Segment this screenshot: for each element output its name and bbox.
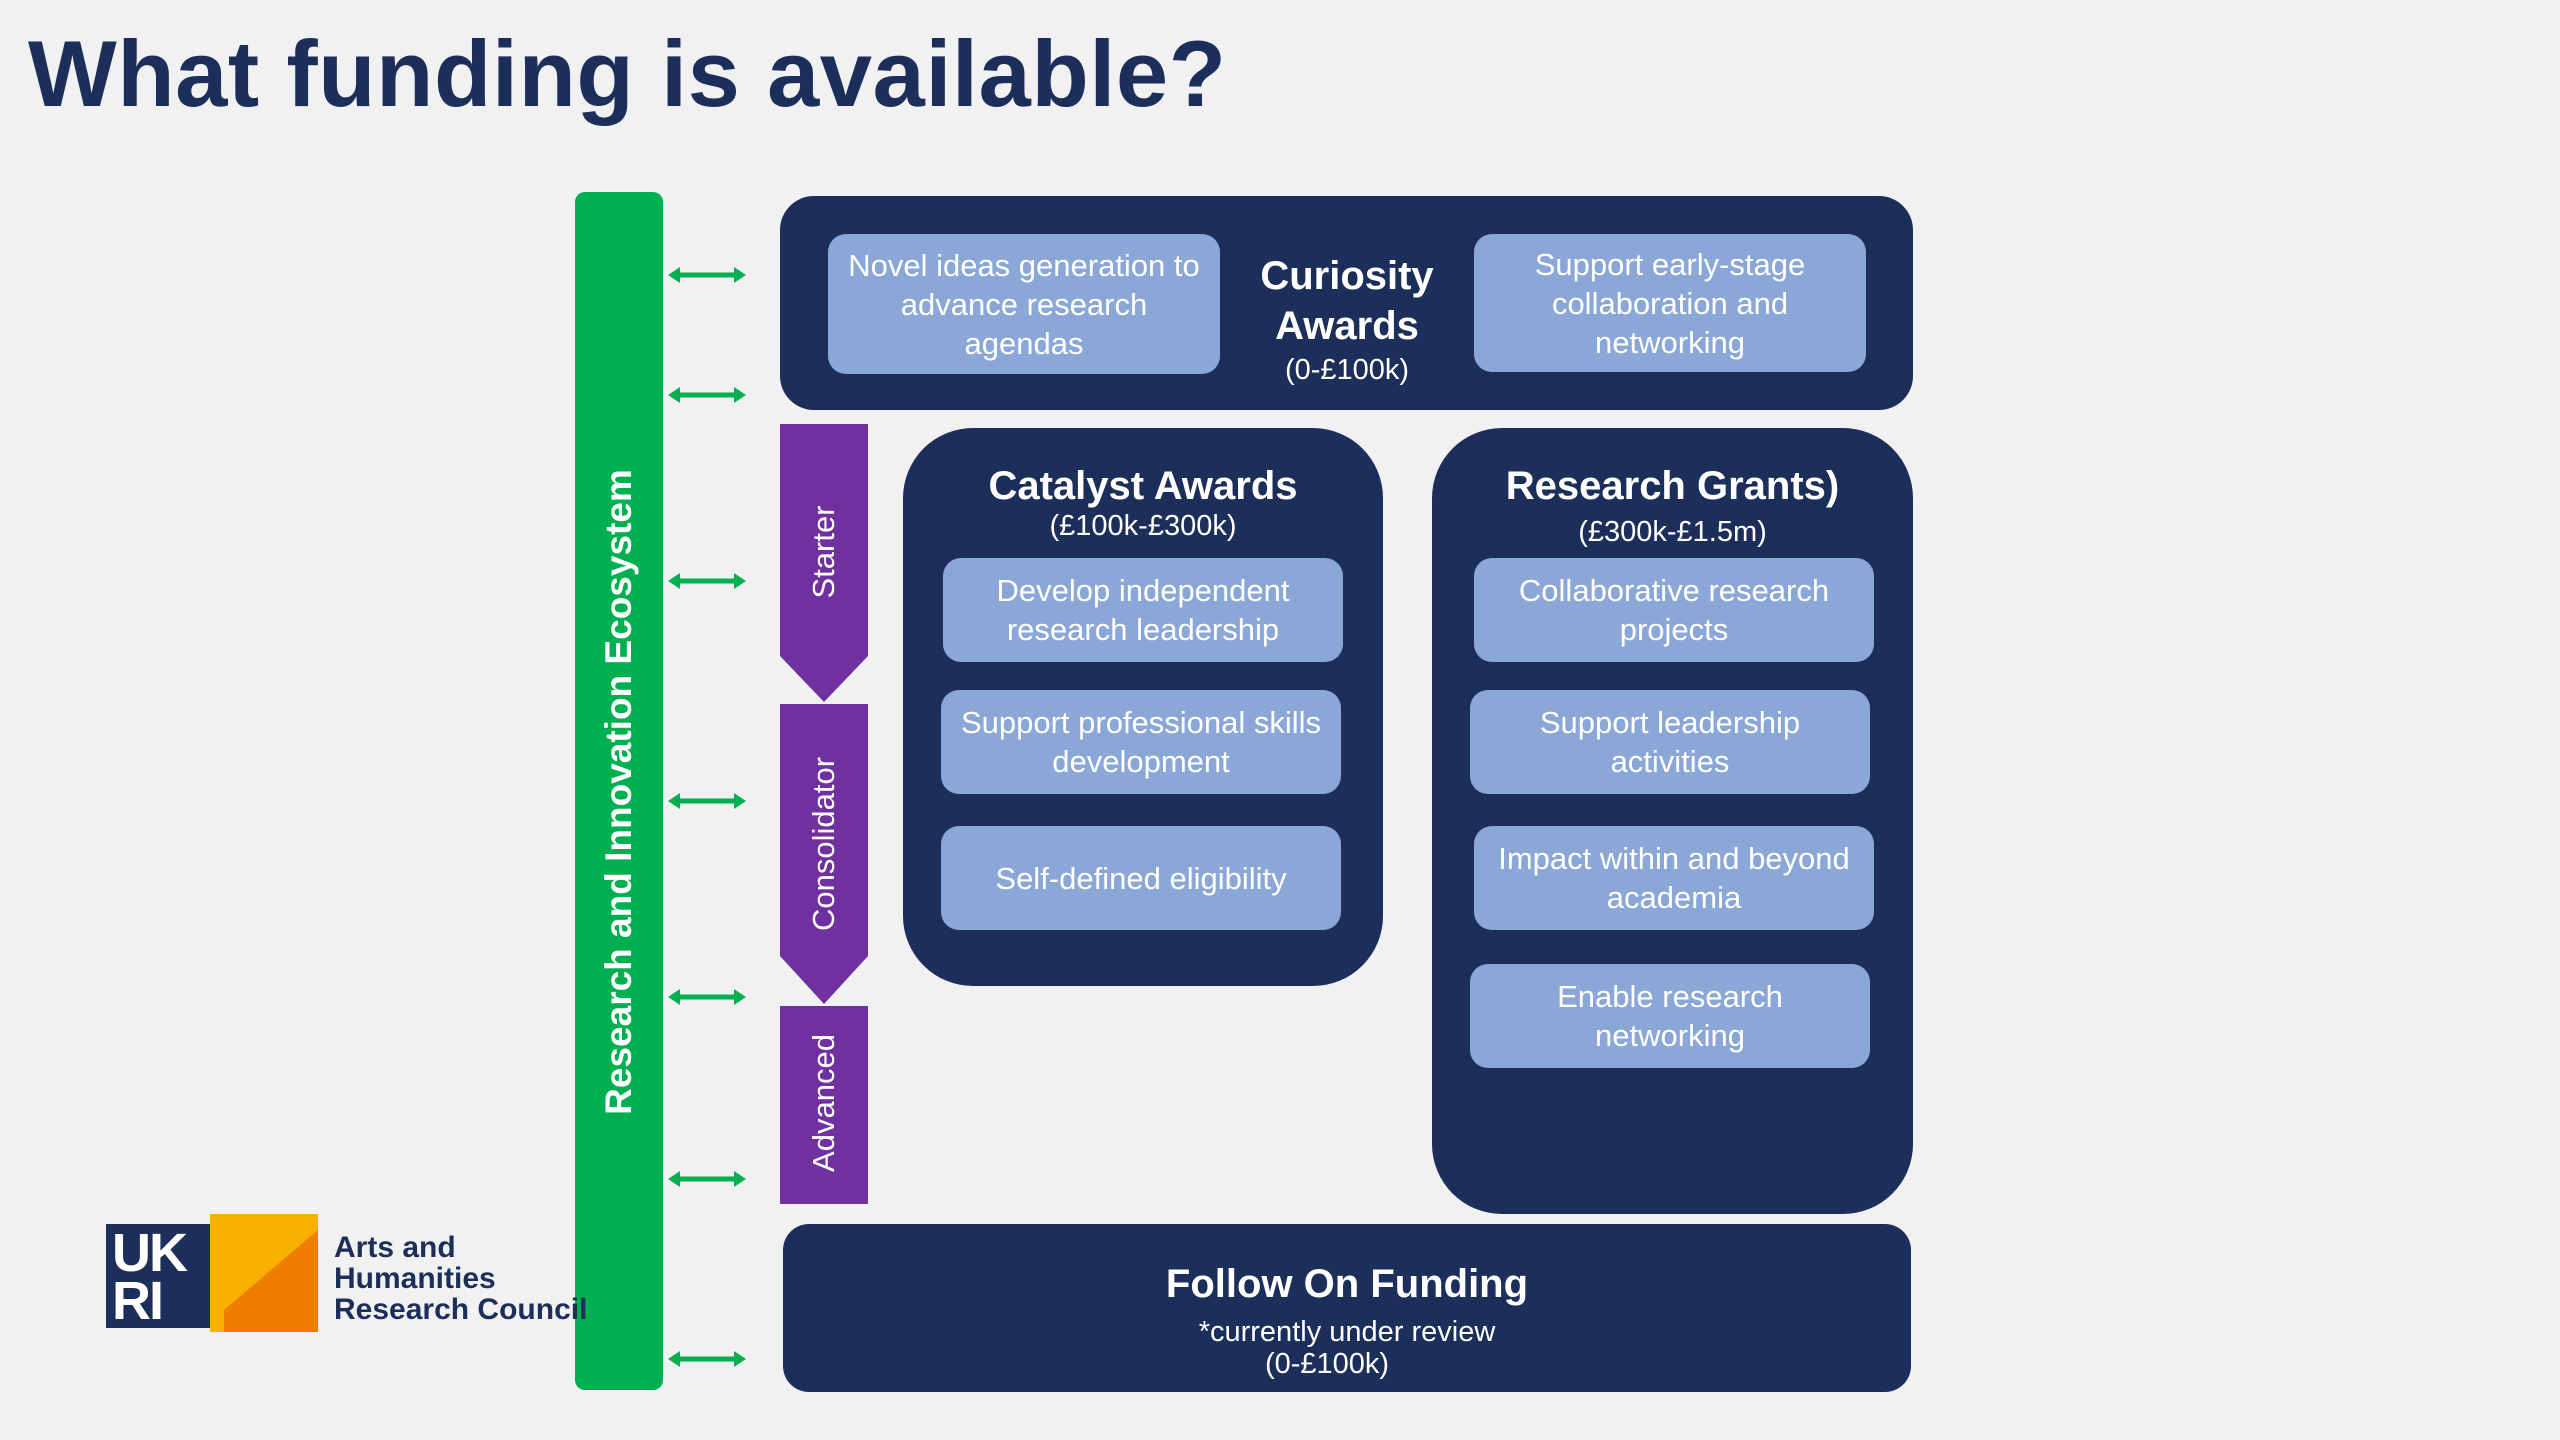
- arrow-icon: [668, 267, 746, 283]
- curiosity-awards-panel: Novel ideas generation to advance resear…: [780, 196, 1913, 410]
- stage-advanced: Advanced: [806, 1034, 841, 1172]
- follow-on-funding-panel: Follow On Funding *currently under revie…: [783, 1224, 1911, 1392]
- curiosity-title-line1: Curiosity: [1260, 254, 1434, 298]
- follow-on-range: (0-£100k): [1264, 1348, 1390, 1380]
- chevron-starter: [780, 424, 868, 702]
- catalyst-item: Support professional skills development: [941, 690, 1341, 794]
- arrow-icon: [668, 1351, 746, 1367]
- catalyst-range: (£100k-£300k): [1049, 510, 1237, 542]
- ukri-mark: UK RI: [106, 1224, 210, 1328]
- stage-starter: Starter: [806, 505, 841, 599]
- research-grants-item: Collaborative research projects: [1474, 558, 1874, 662]
- stage-consolidator: Consolidator: [806, 756, 841, 932]
- catalyst-item: Self-defined eligibility: [941, 826, 1341, 930]
- research-grants-title: Research Grants): [1505, 464, 1840, 508]
- curiosity-range: (0-£100k): [1284, 354, 1410, 386]
- council-name-line1: Arts and: [334, 1231, 456, 1264]
- arrow-icon: [668, 1171, 746, 1187]
- chevron-consolidator: [780, 704, 868, 1004]
- catalyst-awards-panel: Catalyst Awards (£100k-£300k) Develop in…: [903, 428, 1383, 986]
- research-grants-item: Impact within and beyond academia: [1474, 826, 1874, 930]
- arrow-icon: [668, 387, 746, 403]
- research-grants-panel: Research Grants) (£300k-£1.5m) Collabora…: [1432, 428, 1913, 1214]
- follow-on-note: *currently under review: [1198, 1316, 1496, 1348]
- curiosity-left-pill: Novel ideas generation to advance resear…: [828, 234, 1220, 374]
- ecosystem-label: Research and Innovation Ecosystem: [598, 469, 639, 1115]
- curiosity-title-line2: Awards: [1275, 304, 1419, 348]
- catalyst-title: Catalyst Awards: [988, 464, 1298, 508]
- ecosystem-bar: Research and Innovation Ecosystem: [575, 192, 663, 1390]
- research-grants-item: Enable research networking: [1470, 964, 1870, 1068]
- chevron-advanced: [780, 1006, 868, 1204]
- council-name-line2: Humanities: [334, 1262, 496, 1295]
- follow-on-title: Follow On Funding: [1165, 1262, 1529, 1306]
- council-name-line3: Research Council: [334, 1293, 588, 1326]
- arrow-icon: [668, 989, 746, 1005]
- ukri-logo: UK RI: [106, 1214, 318, 1332]
- research-grants-range: (£300k-£1.5m): [1578, 516, 1767, 548]
- research-grants-item: Support leadership activities: [1470, 690, 1870, 794]
- catalyst-item: Develop independent research leadership: [943, 558, 1343, 662]
- page-title: What funding is available?: [28, 21, 1227, 126]
- curiosity-right-pill: Support early-stage collaboration and ne…: [1474, 234, 1866, 372]
- ahrc-mark: [210, 1214, 318, 1332]
- arrow-icon: [668, 793, 746, 809]
- arrow-icon: [668, 573, 746, 589]
- career-stage-chevrons: [780, 424, 868, 1204]
